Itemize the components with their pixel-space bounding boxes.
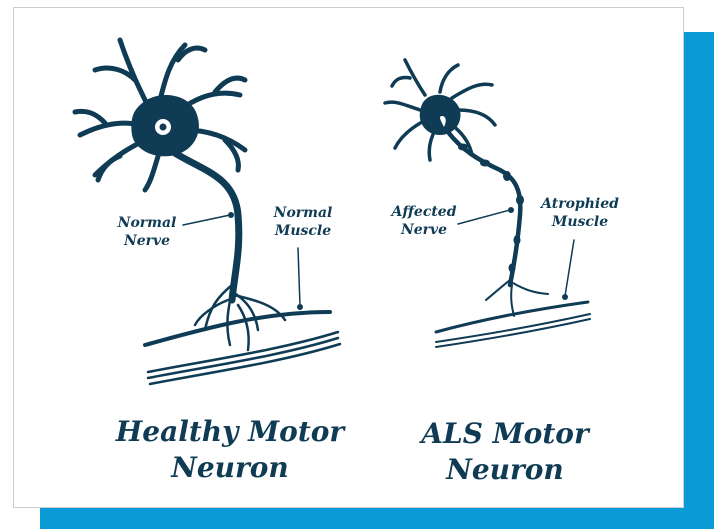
healthy-nerve-label-line-1: Normal xyxy=(108,214,186,232)
healthy-title-line-2: Neuron xyxy=(105,450,355,486)
healthy-title: Healthy Motor Neuron xyxy=(105,414,355,486)
als-nerve-label-line-1: Affected xyxy=(378,203,470,221)
als-nerve-label-line-2: Nerve xyxy=(378,221,470,239)
healthy-muscle-label: Normal Muscle xyxy=(262,204,344,240)
healthy-muscle-label-line-1: Normal xyxy=(262,204,344,222)
healthy-title-line-1: Healthy Motor xyxy=(105,414,355,450)
healthy-muscle-label-line-2: Muscle xyxy=(262,222,344,240)
als-muscle-label: Atrophied Muscle xyxy=(532,195,628,231)
als-muscle-label-line-1: Atrophied xyxy=(532,195,628,213)
als-title-line-1: ALS Motor xyxy=(380,416,630,452)
healthy-nerve-label: Normal Nerve xyxy=(108,214,186,250)
als-title: ALS Motor Neuron xyxy=(380,416,630,488)
healthy-nerve-label-line-2: Nerve xyxy=(108,232,186,250)
als-muscle-label-line-2: Muscle xyxy=(532,213,628,231)
als-title-line-2: Neuron xyxy=(380,452,630,488)
als-nerve-label: Affected Nerve xyxy=(378,203,470,239)
